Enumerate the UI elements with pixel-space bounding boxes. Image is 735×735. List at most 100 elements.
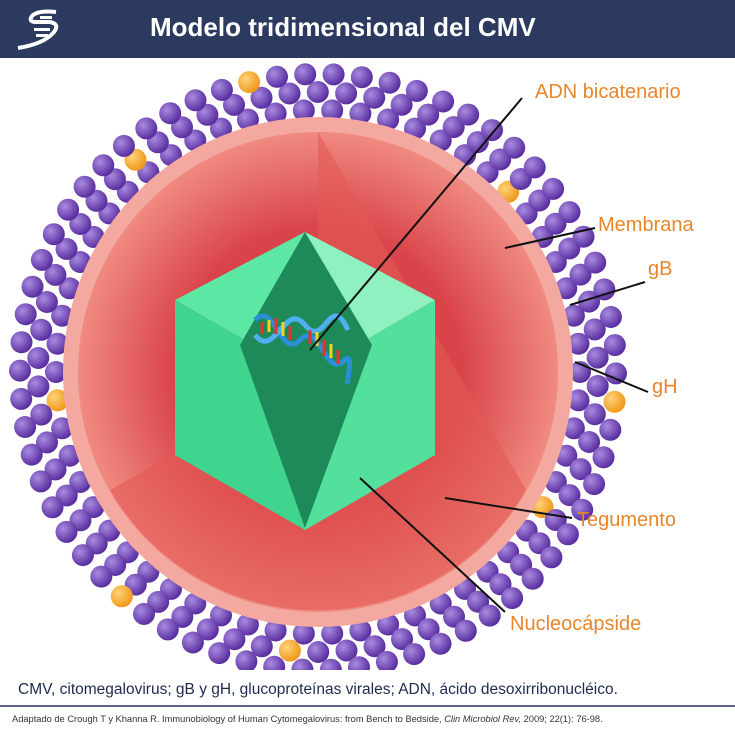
label-nucleocapsid: Nucleocápside [510, 613, 642, 635]
gb-glycoprotein [567, 389, 590, 412]
gb-glycoprotein [569, 263, 592, 286]
gb-glycoprotein [42, 223, 65, 246]
gb-glycoprotein [294, 63, 317, 86]
gb-glycoprotein [235, 650, 258, 670]
gb-glycoprotein [29, 470, 52, 493]
gh-glycoprotein [238, 71, 261, 94]
gh-glycoprotein [46, 389, 69, 412]
gb-glycoprotein [321, 622, 344, 645]
gb-glycoprotein [159, 102, 182, 125]
gb-glycoprotein [156, 618, 179, 641]
gb-glycoprotein [236, 613, 259, 636]
gh-glycoprotein [110, 585, 133, 608]
gb-glycoprotein [58, 444, 81, 467]
label-gh: gH [652, 376, 678, 398]
gb-glycoprotein [14, 416, 37, 438]
gb-glycoprotein [10, 331, 33, 354]
gh-glycoprotein [278, 639, 301, 662]
gb-glycoprotein [403, 643, 426, 666]
gb-glycoprotein [603, 334, 626, 357]
gb-glycoprotein [112, 134, 135, 157]
gb-glycoprotein [46, 332, 69, 355]
gb-glycoprotein [417, 618, 440, 641]
citation-text: Adaptado de Crough T y Khanna R. Immunob… [12, 714, 445, 724]
gb-glycoprotein [307, 641, 330, 663]
gb-glycoprotein [27, 375, 50, 398]
gb-glycoprotein [57, 198, 80, 221]
gb-glycoprotein [55, 520, 78, 543]
gb-glycoprotein [58, 277, 81, 300]
gb-glycoprotein [556, 523, 579, 546]
gb-glycoprotein [35, 291, 58, 313]
gb-glycoprotein [432, 90, 455, 113]
gb-glycoprotein [569, 458, 592, 481]
label-dna: ADN bicatenario [535, 81, 681, 103]
gb-glycoprotein [605, 362, 627, 385]
gb-glycoprotein [335, 82, 358, 105]
gb-glycoprotein [555, 444, 578, 467]
gb-glycoprotein [264, 102, 287, 125]
gb-glycoprotein [503, 136, 526, 159]
gb-glycoprotein [542, 177, 565, 200]
header-bar: Modelo tridimensional del CMV [0, 0, 735, 58]
source-citation: Adaptado de Crough T y Khanna R. Immunob… [12, 714, 727, 724]
gb-glycoprotein [584, 251, 607, 274]
gb-glycoprotein [44, 458, 67, 481]
gh-glycoprotein [603, 390, 626, 413]
gb-glycoprotein [348, 656, 370, 670]
gb-glycoprotein [319, 658, 342, 670]
gb-glycoprotein [586, 346, 609, 369]
gb-glycoprotein [44, 263, 67, 286]
gb-glycoprotein [184, 89, 207, 112]
gb-glycoprotein [41, 496, 64, 519]
gb-glycoprotein [171, 605, 194, 628]
dna-double-helix [253, 313, 353, 385]
gb-glycoprotein [51, 417, 74, 440]
gb-glycoprotein [196, 103, 219, 126]
page-title: Modelo tridimensional del CMV [150, 12, 536, 42]
label-gb: gB [648, 258, 673, 280]
gb-glycoprotein [363, 86, 386, 109]
gb-glycoprotein [521, 567, 544, 590]
gb-glycoprotein [578, 290, 600, 313]
gb-glycoprotein [135, 117, 158, 140]
gb-glycoprotein [599, 418, 622, 441]
gb-glycoprotein [429, 632, 452, 655]
gb-glycoprotein [501, 587, 524, 610]
gb-glycoprotein [30, 248, 53, 271]
gb-glycoprotein [571, 498, 594, 521]
divider [0, 705, 735, 707]
label-tegument: Tegumento [577, 509, 676, 531]
gb-glycoprotein [250, 86, 273, 109]
gb-glycoprotein [593, 278, 616, 301]
gb-glycoprotein [562, 304, 585, 327]
gb-glycoprotein [266, 65, 288, 88]
gb-glycoprotein [523, 156, 546, 179]
gb-glycoprotein [390, 93, 413, 116]
gb-glycoprotein [599, 306, 622, 328]
gb-glycoprotein [322, 63, 345, 86]
gb-glycoprotein [71, 544, 94, 567]
gb-glycoprotein [208, 642, 231, 665]
dna-logo-icon [17, 9, 59, 50]
gb-glycoprotein [30, 318, 53, 341]
gb-glycoprotein [264, 619, 287, 642]
gb-glycoprotein [377, 108, 400, 131]
gb-glycoprotein [350, 66, 373, 89]
gb-glycoprotein [30, 403, 53, 426]
gb-glycoprotein [377, 613, 400, 636]
gb-glycoprotein [378, 71, 401, 94]
gb-glycoprotein [592, 446, 615, 469]
gb-glycoprotein [558, 201, 581, 224]
gb-glycoprotein [391, 628, 413, 651]
gb-glycoprotein [27, 347, 50, 369]
gb-glycoprotein [263, 655, 286, 670]
gb-glycoprotein [306, 81, 329, 103]
gb-glycoprotein [73, 175, 96, 198]
gb-glycoprotein [196, 618, 219, 641]
gb-glycoprotein [181, 631, 204, 654]
gb-glycoprotein [540, 546, 563, 569]
gb-glycoprotein [555, 277, 578, 300]
gb-glycoprotein [583, 403, 606, 426]
gb-glycoprotein [10, 387, 33, 410]
